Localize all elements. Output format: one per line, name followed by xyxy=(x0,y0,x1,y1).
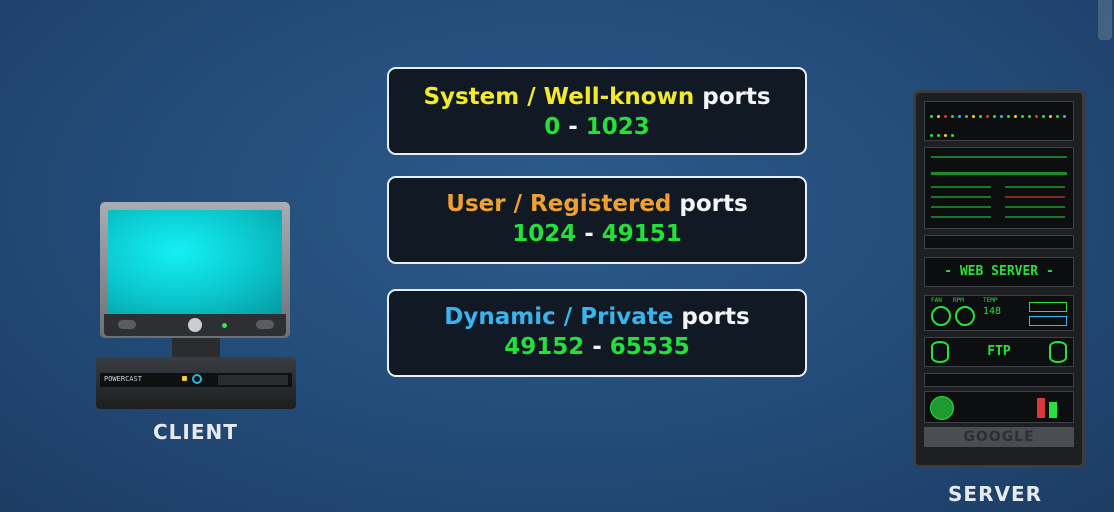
fan-label: FAN xyxy=(931,297,942,304)
web-server-panel: - WEB SERVER - xyxy=(924,257,1074,287)
fan-icon xyxy=(955,306,975,326)
rack-status-display xyxy=(924,147,1074,229)
monitor-icon xyxy=(100,202,290,338)
status-lines-graphic xyxy=(931,156,1067,218)
range-end: 49151 xyxy=(601,221,682,247)
server-rack-illustration: - WEB SERVER - FAN RPM TEMP 148 FTP GOOG… xyxy=(913,90,1085,468)
database-icon xyxy=(1049,341,1067,363)
range-start: 49152 xyxy=(504,334,585,360)
ports-word: ports xyxy=(673,304,750,330)
port-range-values: 49152 - 65535 xyxy=(389,333,805,361)
fan-icon xyxy=(931,306,951,326)
port-range-box-dynamic: Dynamic / Private ports 49152 - 65535 xyxy=(387,289,807,377)
temp-value: 148 xyxy=(983,306,1002,317)
range-end: 1023 xyxy=(585,114,650,140)
client-computer-illustration: POWERCAST xyxy=(96,202,296,412)
disc-drive-icon xyxy=(218,375,288,385)
category-user: User xyxy=(446,191,506,217)
battery-icon xyxy=(1029,316,1067,326)
rpm-label: RPM xyxy=(953,297,964,304)
battery-icon xyxy=(1029,302,1067,312)
category-system: System xyxy=(423,84,520,110)
category-well-known: Well-known xyxy=(543,84,695,110)
power-button-icon xyxy=(188,318,202,332)
rack-switch-panel xyxy=(924,235,1074,249)
monitor-screen xyxy=(108,210,282,314)
scrollbar[interactable] xyxy=(1098,0,1112,40)
ports-word: ports xyxy=(671,191,748,217)
category-registered: Registered xyxy=(530,191,672,217)
port-range-title: System / Well-known ports xyxy=(389,83,805,111)
led-icon xyxy=(222,323,227,328)
rack-fan-panel: FAN RPM TEMP 148 xyxy=(924,295,1074,331)
web-server-label: - WEB SERVER - xyxy=(944,264,1054,279)
port-range-title: User / Registered ports xyxy=(389,190,805,218)
monitor-stand xyxy=(172,338,220,358)
port-range-box-user: User / Registered ports 1024 - 49151 xyxy=(387,176,807,264)
range-start: 0 xyxy=(544,114,561,140)
desktop-case-icon: POWERCAST xyxy=(96,357,296,409)
ftp-label: FTP xyxy=(987,344,1011,359)
category-private: Private xyxy=(580,304,674,330)
database-icon xyxy=(931,341,949,363)
port-range-box-system: System / Well-known ports 0 - 1023 xyxy=(387,67,807,155)
level-meter-icon xyxy=(1037,398,1045,418)
case-brand-label: POWERCAST xyxy=(104,375,142,383)
port-range-title: Dynamic / Private ports xyxy=(389,303,805,331)
category-separator: / xyxy=(519,84,544,110)
client-label: CLIENT xyxy=(153,420,238,444)
port-range-values: 0 - 1023 xyxy=(389,113,805,141)
category-separator: / xyxy=(555,304,581,330)
range-dash: - xyxy=(560,114,586,140)
server-brand-plate: GOOGLE xyxy=(924,427,1074,447)
temp-label: TEMP xyxy=(983,297,998,304)
case-power-icon xyxy=(192,374,202,384)
rack-switch-panel xyxy=(924,373,1074,387)
range-start: 1024 xyxy=(512,221,577,247)
category-separator: / xyxy=(505,191,531,217)
level-meter-icon xyxy=(1049,402,1057,418)
globe-icon xyxy=(930,396,954,420)
ports-word: ports xyxy=(694,84,771,110)
rack-globe-panel xyxy=(924,391,1074,423)
range-end: 65535 xyxy=(609,334,690,360)
rack-led-panel xyxy=(924,101,1074,141)
speaker-icon xyxy=(118,320,136,329)
range-dash: - xyxy=(576,221,602,247)
server-label: SERVER xyxy=(948,482,1043,506)
range-dash: - xyxy=(584,334,610,360)
category-dynamic: Dynamic xyxy=(444,304,556,330)
speaker-icon xyxy=(256,320,274,329)
monitor-bezel xyxy=(104,314,286,336)
rack-ftp-panel: FTP xyxy=(924,337,1074,367)
case-led-icon xyxy=(182,376,187,381)
port-range-values: 1024 - 49151 xyxy=(389,220,805,248)
